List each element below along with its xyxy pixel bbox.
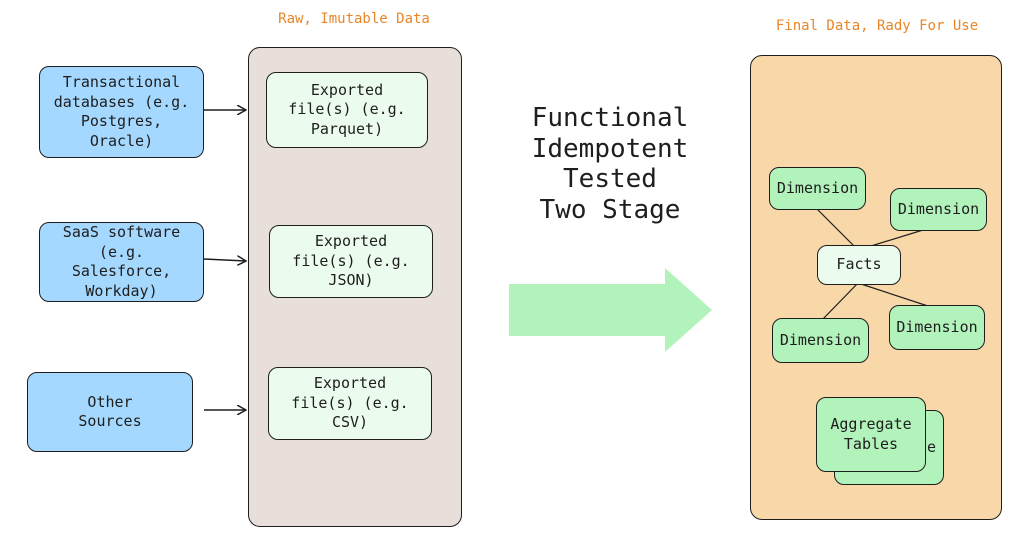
source-transactional-databases-label: Transactional databases (e.g. Postgres, …: [53, 73, 190, 150]
principle-idempotent: Idempotent: [531, 133, 689, 164]
exported-file-csv: Exported file(s) (e.g. CSV): [268, 367, 432, 440]
source-saas-software: SaaS software (e.g. Salesforce, Workday): [39, 222, 204, 302]
dimension-box-4: Dimension: [889, 305, 985, 350]
dimension-box-3: Dimension: [772, 318, 869, 363]
source-transactional-databases: Transactional databases (e.g. Postgres, …: [39, 66, 204, 158]
pipeline-principles: Functional Idempotent Tested Two Stage: [500, 103, 720, 226]
exported-file-json-label: Exported file(s) (e.g. JSON): [292, 232, 410, 290]
arrow-source-2: [203, 259, 246, 261]
facts-label: Facts: [836, 255, 882, 274]
raw-data-heading: Raw, Imutable Data: [278, 11, 430, 27]
link-facts-dimension-4: [857, 282, 935, 309]
dimension-box-2: Dimension: [890, 188, 987, 231]
dimension-label-3: Dimension: [779, 330, 862, 349]
exported-file-csv-label: Exported file(s) (e.g. CSV): [291, 374, 409, 432]
exported-file-parquet: Exported file(s) (e.g. Parquet): [266, 72, 428, 148]
dimension-box-1: Dimension: [769, 167, 866, 210]
principle-functional: Functional: [531, 103, 689, 133]
final-data-heading: Final Data, Rady For Use: [775, 18, 979, 34]
dimension-label-2: Dimension: [897, 199, 980, 218]
source-other: Other Sources: [27, 372, 193, 452]
aggregate-tables-label: Aggregate Tables: [830, 415, 912, 453]
source-saas-software-label: SaaS software (e.g. Salesforce, Workday): [62, 223, 181, 300]
principle-two-stage: Two Stage: [539, 195, 681, 226]
link-facts-dimension-1: [815, 207, 859, 251]
link-facts-dimension-3: [821, 282, 859, 321]
dimension-label-1: Dimension: [776, 178, 859, 197]
exported-file-json: Exported file(s) (e.g. JSON): [269, 225, 433, 298]
principle-tested: Tested: [563, 164, 657, 195]
dimension-label-4: Dimension: [896, 317, 978, 336]
aggregate-tables-back-label: e: [926, 437, 936, 456]
facts-box: Facts: [817, 245, 901, 285]
transform-arrow: [509, 268, 712, 352]
source-other-label: Other Sources: [78, 392, 142, 431]
aggregate-tables-front: Aggregate Tables: [816, 397, 926, 472]
exported-file-parquet-label: Exported file(s) (e.g. Parquet): [288, 80, 406, 138]
